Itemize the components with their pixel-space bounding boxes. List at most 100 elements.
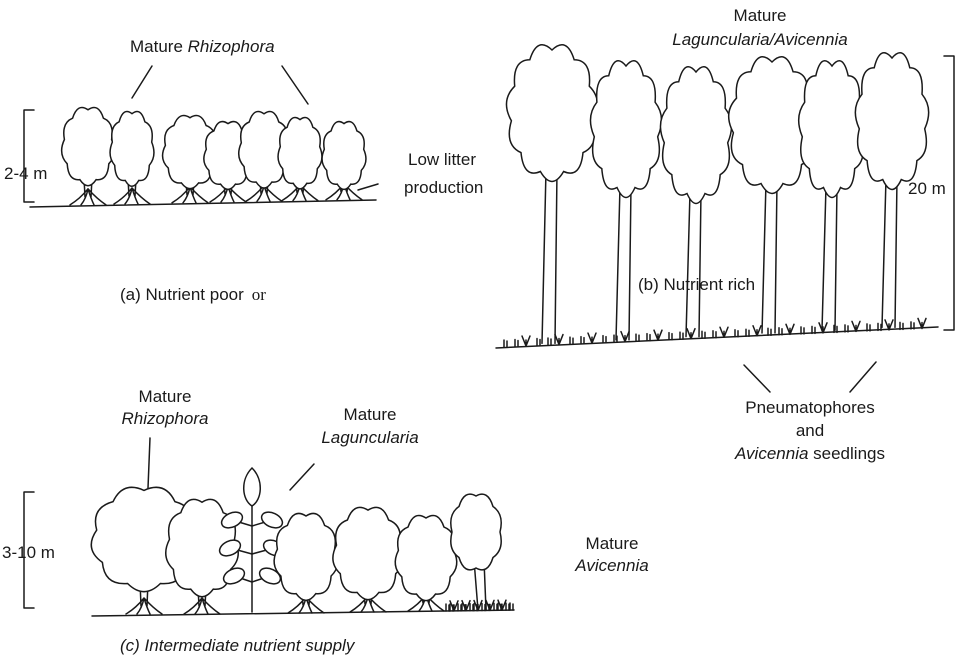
tree-leaf (259, 509, 285, 531)
panel-a-species-label: Mature Rhizophora (130, 37, 275, 56)
tall-tree (506, 45, 597, 344)
pneumatophore (555, 335, 563, 345)
pneumatophore (768, 328, 771, 335)
panel-b-pneumatophore-pointer-left (744, 365, 770, 392)
pneumatophore (647, 334, 650, 341)
rhizophora-tree (278, 118, 322, 201)
tree-leaf (244, 468, 261, 506)
prop-roots (114, 188, 150, 204)
tree-crown (590, 61, 661, 198)
pneumatophore (603, 336, 606, 343)
panel-b: Mature Laguncularia/Avicennia 20 m (b) N… (496, 6, 954, 463)
tree-crown (451, 494, 501, 570)
pneumatophore (506, 603, 509, 610)
tree-crown (274, 513, 338, 600)
pneumatophore (522, 336, 530, 346)
prop-roots (126, 598, 162, 614)
panel-c-height-label: 3-10 m (2, 543, 55, 562)
tree-crown (322, 122, 366, 190)
tree-trunk (686, 192, 701, 337)
tree-crown (395, 515, 457, 600)
prop-roots (184, 598, 220, 614)
panel-c-rhizophora-pointer (148, 438, 150, 488)
panel-a-side-label-line1: Low litter (408, 150, 476, 169)
panel-c-laguncularia-pointer (290, 464, 314, 490)
panel-a-litter-pointer (358, 184, 378, 190)
panel-c-rhizophora-label-line2: Rhizophora (122, 409, 209, 428)
tree-crown (660, 67, 731, 204)
pneumatophore (446, 604, 449, 611)
tree-crown (278, 118, 322, 189)
panel-b-pneumatophore-pointer-right (850, 362, 876, 392)
panel-b-ground-label-line3: Avicennia seedlings (734, 444, 885, 463)
pneumatophore (885, 320, 893, 330)
tree-crown (506, 45, 597, 182)
pneumatophore (713, 331, 716, 338)
tree-crown (62, 107, 115, 185)
panel-a-height-bracket (24, 110, 34, 202)
tree-trunk (882, 178, 897, 327)
pneumatophore (720, 327, 728, 337)
prop-roots (70, 189, 106, 205)
pneumatophore (588, 333, 596, 343)
panel-c-avicennia-label-line1: Mature (586, 534, 639, 553)
pneumatophore (494, 603, 497, 610)
pneumatophore (470, 604, 473, 611)
panel-c-seedlings (446, 600, 513, 611)
tree-crown (855, 53, 928, 190)
panel-b-species-label-line2: Laguncularia/Avicennia (672, 30, 847, 49)
panel-b-pneumatophores (504, 318, 926, 347)
tree-trunk (822, 186, 837, 330)
pneumatophore (486, 600, 494, 610)
pneumatophore (636, 334, 639, 341)
pneumatophore (570, 337, 573, 344)
panel-c-laguncularia-label-line2: Laguncularia (321, 428, 418, 447)
pneumatophore (669, 333, 672, 340)
pneumatophore (819, 323, 827, 333)
pneumatophore (462, 601, 470, 611)
panel-a-height-label: 2-4 m (4, 164, 47, 183)
tree-crown (110, 111, 154, 186)
tree-crown (799, 61, 866, 198)
pneumatophore (621, 332, 629, 342)
pneumatophore (458, 604, 461, 611)
panel-a-rhizophora-trees (62, 107, 366, 204)
pneumatophore (687, 329, 695, 339)
panel-c-rhizophora-label-line1: Mature (139, 387, 192, 406)
rhizophora-tree (333, 507, 403, 612)
pneumatophore (482, 603, 485, 610)
pneumatophore (702, 331, 705, 338)
pneumatophore (450, 601, 458, 611)
tree-crown (333, 507, 403, 599)
pneumatophore (515, 340, 518, 347)
rhizophora-tree (322, 122, 366, 200)
panel-b-ground-label-line2: and (796, 421, 824, 440)
pneumatophore (581, 337, 584, 344)
panel-c: Mature Rhizophora Mature Laguncularia 3-… (2, 387, 649, 655)
rhizophora-tree (395, 515, 457, 611)
tall-tree (590, 61, 661, 340)
panel-c-caption: (c) Intermediate nutrient supply (120, 636, 356, 655)
panel-b-ground-label-line1: Pneumatophores (745, 398, 874, 417)
tree-trunk (762, 182, 777, 333)
pneumatophore (852, 321, 860, 331)
panel-a: Mature Rhizophora 2-4 m Low litter produ… (4, 37, 483, 304)
rhizophora-tree (274, 513, 338, 613)
rhizophora-tree (62, 107, 115, 204)
avicennia-tree (451, 494, 501, 610)
panel-a-pointer-left (132, 66, 152, 98)
panel-b-species-label-line1: Mature (734, 6, 787, 25)
tree-trunk (616, 186, 631, 340)
pneumatophore (537, 339, 540, 346)
panel-b-height-label: 20 m (908, 179, 946, 198)
pneumatophore (753, 326, 761, 336)
pneumatophore (504, 340, 507, 347)
pneumatophore (786, 324, 794, 334)
panel-a-caption: (a) Nutrient pooror (120, 285, 266, 304)
panel-c-mixed-trees (91, 468, 501, 614)
tall-tree (660, 67, 731, 337)
pneumatophore (746, 329, 749, 336)
pneumatophore (548, 338, 551, 345)
pneumatophore (680, 332, 683, 339)
